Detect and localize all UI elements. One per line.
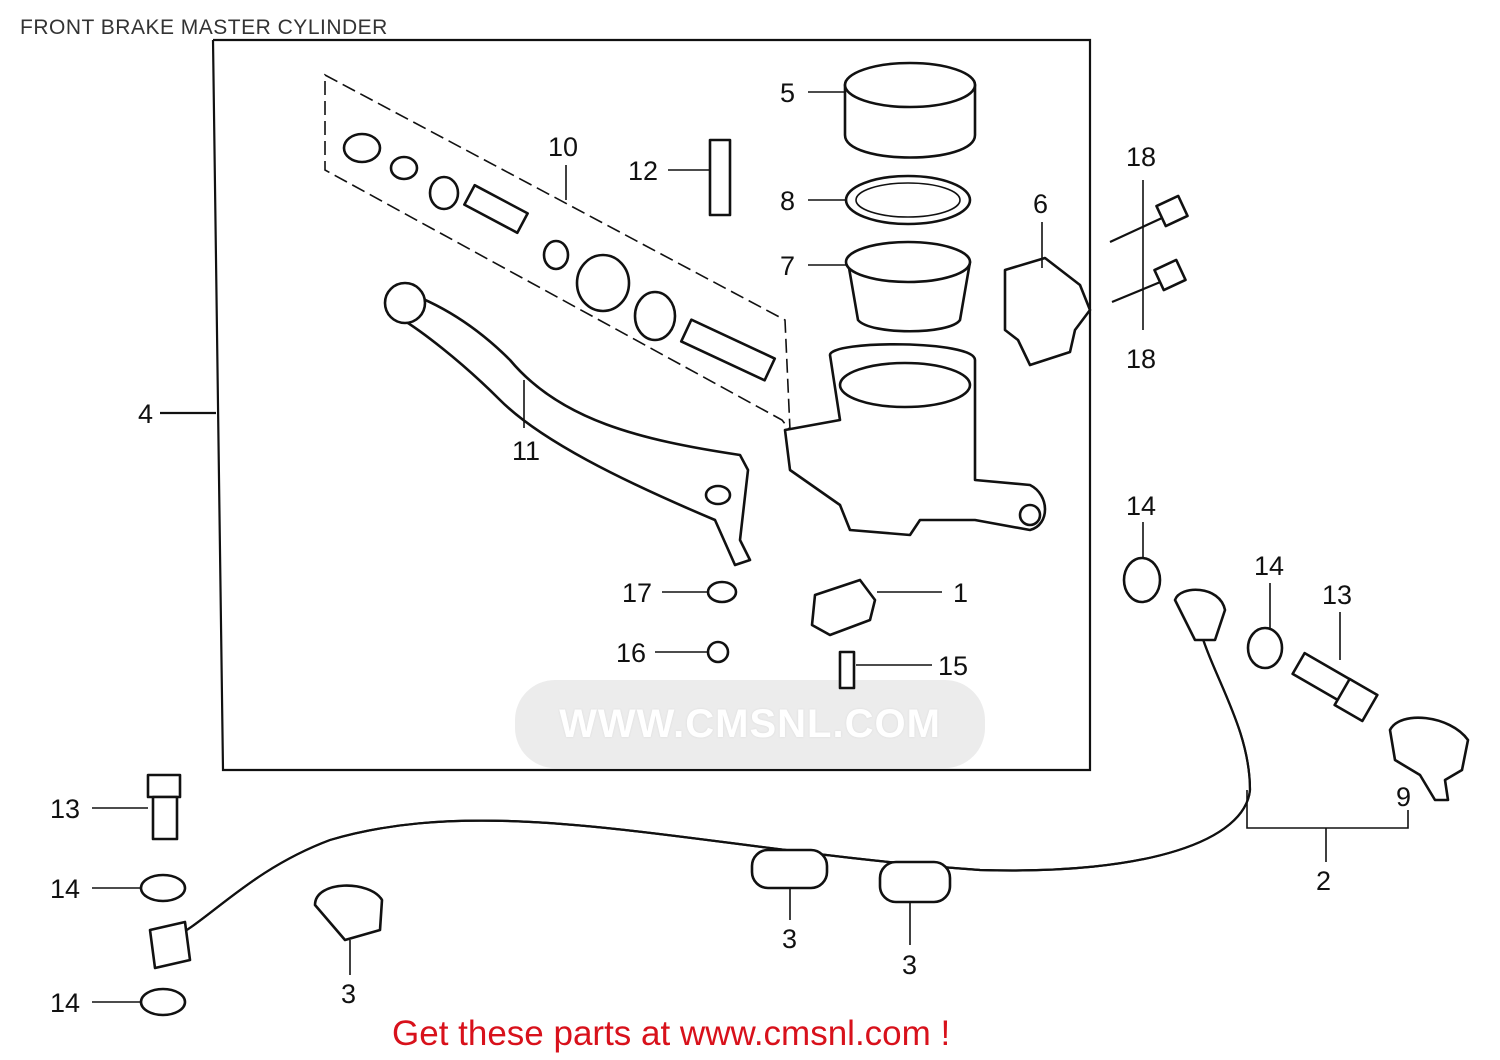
- bolt-13-parts: [146, 651, 1379, 841]
- callout-labels: 5 8 7 6 12 10 11 4 18 18 1 17 16 15 14 1…: [50, 78, 1411, 1018]
- callout-1: 1: [953, 578, 968, 608]
- callout-3-c: 3: [902, 950, 917, 980]
- callout-14-b: 14: [1254, 551, 1284, 581]
- washer-parts: [139, 556, 1284, 1017]
- reservoir-parts: [843, 61, 977, 333]
- callout-11: 11: [512, 436, 540, 466]
- callout-15: 15: [938, 651, 968, 681]
- bolt-12-part: [708, 138, 732, 217]
- callout-18-top: 18: [1126, 142, 1156, 172]
- callout-4: 4: [138, 399, 153, 429]
- holder-part: [1003, 256, 1092, 367]
- callout-10: 10: [548, 132, 578, 162]
- page-title: FRONT BRAKE MASTER CYLINDER: [20, 16, 388, 39]
- bolt-18-parts: [1109, 194, 1189, 304]
- watermark-text: WWW.CMSNL.COM: [515, 680, 985, 768]
- callout-18-bottom: 18: [1126, 344, 1156, 374]
- callout-8: 8: [780, 186, 795, 216]
- piston-kit-bracket: [324, 73, 791, 433]
- leader-lines: [92, 91, 1409, 1003]
- callout-3-b: 3: [782, 924, 797, 954]
- callout-13-b: 13: [50, 794, 80, 824]
- callout-14-c: 14: [50, 874, 80, 904]
- callout-17: 17: [622, 578, 652, 608]
- callout-2: 2: [1316, 866, 1331, 896]
- callout-3-a: 3: [341, 979, 356, 1009]
- callout-5: 5: [780, 78, 795, 108]
- callout-14-d: 14: [50, 988, 80, 1018]
- piston-kit-parts: [342, 132, 777, 382]
- callout-6: 6: [1033, 189, 1048, 219]
- assembly-frame: [211, 38, 1092, 772]
- callout-12: 12: [628, 156, 658, 186]
- joint-part: [1388, 716, 1470, 802]
- callout-14-a: 14: [1126, 491, 1156, 521]
- switch-parts: [706, 578, 877, 690]
- brake-lever-part: [398, 288, 752, 567]
- callout-7: 7: [780, 251, 795, 281]
- callout-9: 9: [1396, 782, 1411, 812]
- brake-hose-part: [148, 588, 1252, 970]
- callout-13-a: 13: [1322, 580, 1352, 610]
- callout-16: 16: [616, 638, 646, 668]
- grommet-parts: [313, 848, 952, 942]
- footer-link-text[interactable]: Get these parts at www.cmsnl.com !: [392, 1014, 951, 1053]
